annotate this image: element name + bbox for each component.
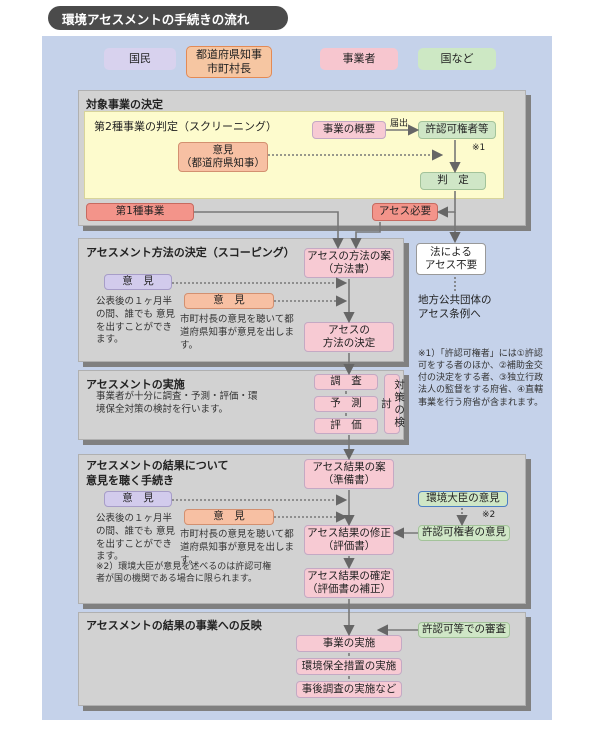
env-minister-opinion-box: 環境大臣の意見	[418, 491, 508, 507]
prefecture-opinion-text-2: 市町村長の意見を聴いて都道府県知事が意見を出します。	[180, 314, 295, 351]
page-title: 環境アセスメントの手続きの流れ	[48, 6, 288, 30]
section2-title: アセスメント方法の決定（スコーピング）	[86, 246, 295, 259]
citizen-opinion-text-2: 公表後の１ヶ月半の間、誰でも 意見を出すことができます。	[96, 513, 176, 563]
legend-business: 事業者	[320, 48, 398, 70]
prefecture-opinion-text-3: 市町村長の意見を聴いて都道府県知事が意見を出します。	[180, 529, 295, 566]
citizen-opinion-box-1: 意 見	[104, 274, 172, 290]
revision-box: アセス結果の修正 （評価書）	[304, 525, 394, 555]
review-box: 許認可等での審査	[418, 622, 510, 638]
local-ordinance-text: 地方公共団体の アセス条例へ	[418, 294, 492, 320]
section5-title: アセスメントの結果の事業への反映	[86, 619, 262, 632]
authority-box: 許認可権者等	[418, 121, 496, 139]
note2-text: ※2）環境大臣が意見を述べるのは許認可権者が国の機関である場合に限られます。	[96, 562, 272, 585]
predict-box: 予 測	[314, 396, 378, 412]
prefecture-opinion-box-2: 意 見	[184, 293, 274, 309]
followup-box: 事後調査の実施など	[296, 681, 402, 698]
conservation-box: 環境保全措置の実施	[296, 658, 402, 675]
prefecture-opinion-box-3: 意 見	[184, 509, 274, 525]
section1-title: 対象事業の決定	[86, 98, 163, 111]
arrow-type1	[194, 211, 344, 250]
business-outline-box: 事業の概要	[312, 121, 386, 139]
section4-title: アセスメントの結果について 意見を聴く手続き	[86, 459, 229, 487]
type1-business-box: 第1種事業	[86, 203, 194, 221]
note1-text: ※1）「許認可権者」には①許認可をする者のほか、②補助金交付の決定をする者、③独…	[418, 349, 544, 408]
implementation-text: 事業者が十分に調査・予測・評価・環境保全対策の検討を行います。	[96, 391, 258, 415]
method-plan-box: アセスの方法の案 （方法書）	[304, 248, 394, 278]
citizen-opinion-box-2: 意 見	[104, 491, 172, 507]
legend-citizen: 国民	[104, 48, 176, 70]
legend-nation: 国など	[418, 48, 496, 70]
citizen-opinion-text-1: 公表後の１ヶ月半の間、誰でも 意見を出すことができます。	[96, 296, 176, 346]
legend-prefecture: 都道府県知事 市町村長	[186, 46, 272, 78]
note1-ref: ※1	[472, 143, 486, 153]
section3-title: アセスメントの実施	[86, 378, 185, 391]
arrow-judgment-needed	[436, 191, 456, 218]
note2-ref: ※2	[482, 510, 496, 520]
assessment-needed-box: アセス必要	[372, 203, 438, 221]
method-decision-box: アセスの 方法の決定	[304, 322, 394, 352]
evaluate-box: 評 価	[314, 418, 378, 434]
report-label: 届出	[390, 119, 409, 129]
assessment-not-needed-box: 法による アセス不要	[416, 243, 486, 275]
arrow-needed-to-plan	[350, 222, 381, 250]
screening-label: 第2種事業の判定（スクリーニング）	[94, 120, 277, 133]
prefecture-opinion-box: 意見 （都道府県知事）	[178, 142, 268, 172]
